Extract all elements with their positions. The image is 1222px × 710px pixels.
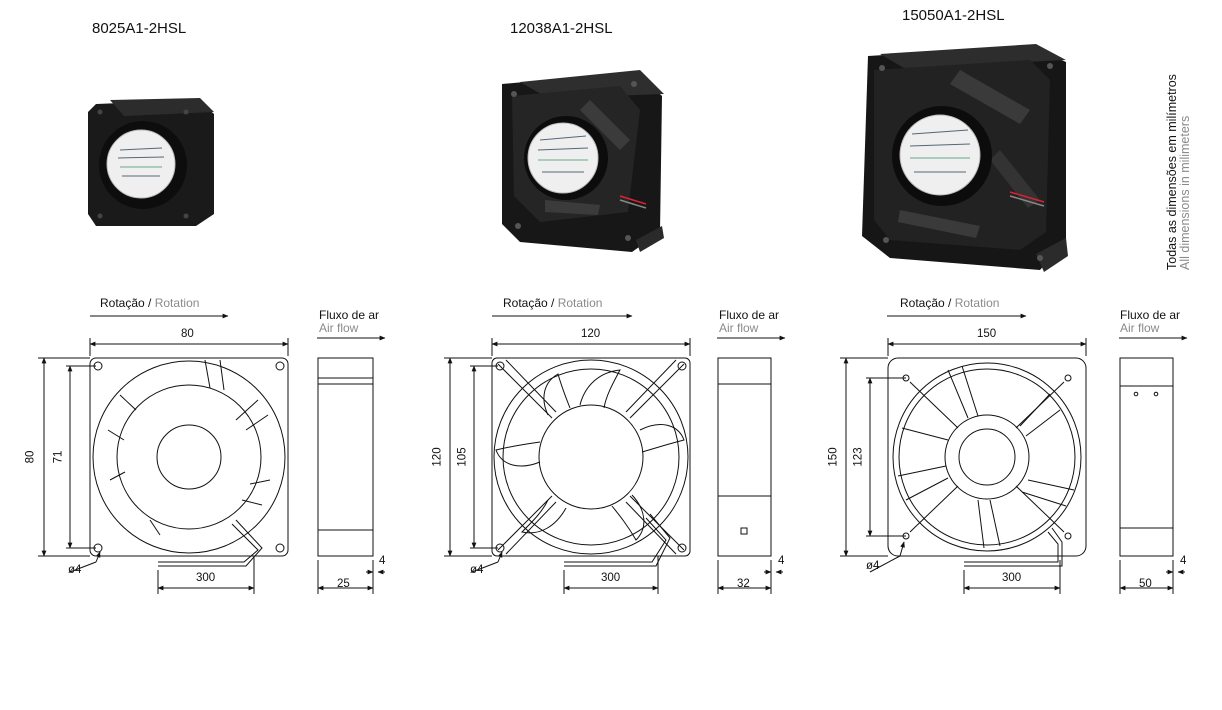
- fan-photo-12038: [502, 70, 664, 252]
- airflow-pt: Fluxo de ar: [719, 308, 780, 322]
- separator: /: [944, 296, 955, 310]
- height-dim-2: 120: [431, 447, 444, 467]
- margin-dim-3: 4: [1180, 555, 1187, 567]
- hole-spacing-dim-1: 71: [52, 450, 65, 464]
- model-title-2: 12038A1-2HSL: [510, 20, 613, 37]
- dimensions-note-en: All dimensions in milimeters: [1178, 115, 1192, 270]
- airflow-en: Air flow: [719, 321, 759, 335]
- separator: /: [144, 296, 155, 310]
- hole-dim-2: ø4: [470, 564, 484, 576]
- rotation-label-1: Rotação / Rotation: [100, 297, 199, 310]
- cable-dim-1: 300: [196, 572, 216, 584]
- hole-dim-3: ø4: [866, 560, 880, 572]
- drawing-fan-1: [38, 313, 386, 594]
- rotation-pt: Rotação: [503, 296, 548, 310]
- depth-dim-3: 50: [1139, 578, 1152, 590]
- model-title-1: 8025A1-2HSL: [92, 20, 187, 37]
- fan-photo-15050: [862, 44, 1068, 272]
- margin-dim-2: 4: [778, 555, 785, 567]
- dimensions-note: Todas as dimensões em milímetros All dim…: [1165, 20, 1192, 270]
- width-dim-1: 80: [181, 328, 194, 340]
- hole-dim-1: ø4: [68, 564, 82, 576]
- airflow-en: Air flow: [319, 321, 359, 335]
- depth-dim-1: 25: [337, 578, 350, 590]
- rotation-pt: Rotação: [100, 296, 145, 310]
- rotation-label-3: Rotação / Rotation: [900, 297, 999, 310]
- rotation-pt: Rotação: [900, 296, 945, 310]
- airflow-label-3: Fluxo de ar Air flow: [1120, 309, 1180, 335]
- margin-dim-1: 4: [379, 555, 386, 567]
- height-dim-1: 80: [24, 450, 37, 464]
- height-dim-3: 150: [827, 447, 840, 467]
- drawing-fan-3: [840, 313, 1188, 594]
- airflow-pt: Fluxo de ar: [1120, 308, 1181, 322]
- rotation-en: Rotation: [557, 296, 603, 310]
- model-title-3: 15050A1-2HSL: [902, 7, 1005, 24]
- fan-photo-8025: [88, 98, 214, 226]
- airflow-en: Air flow: [1120, 321, 1160, 335]
- drawing-fan-2: [444, 313, 786, 594]
- cable-dim-3: 300: [1002, 572, 1022, 584]
- depth-dim-2: 32: [737, 578, 750, 590]
- width-dim-3: 150: [977, 328, 997, 340]
- rotation-en: Rotation: [954, 296, 1000, 310]
- width-dim-2: 120: [581, 328, 601, 340]
- airflow-label-2: Fluxo de ar Air flow: [719, 309, 779, 335]
- rotation-label-2: Rotação / Rotation: [503, 297, 602, 310]
- rotation-en: Rotation: [154, 296, 200, 310]
- hole-spacing-dim-2: 105: [456, 447, 469, 467]
- hole-spacing-dim-3: 123: [852, 447, 865, 467]
- cable-dim-2: 300: [601, 572, 621, 584]
- airflow-label-1: Fluxo de ar Air flow: [319, 309, 379, 335]
- airflow-pt: Fluxo de ar: [319, 308, 380, 322]
- separator: /: [547, 296, 558, 310]
